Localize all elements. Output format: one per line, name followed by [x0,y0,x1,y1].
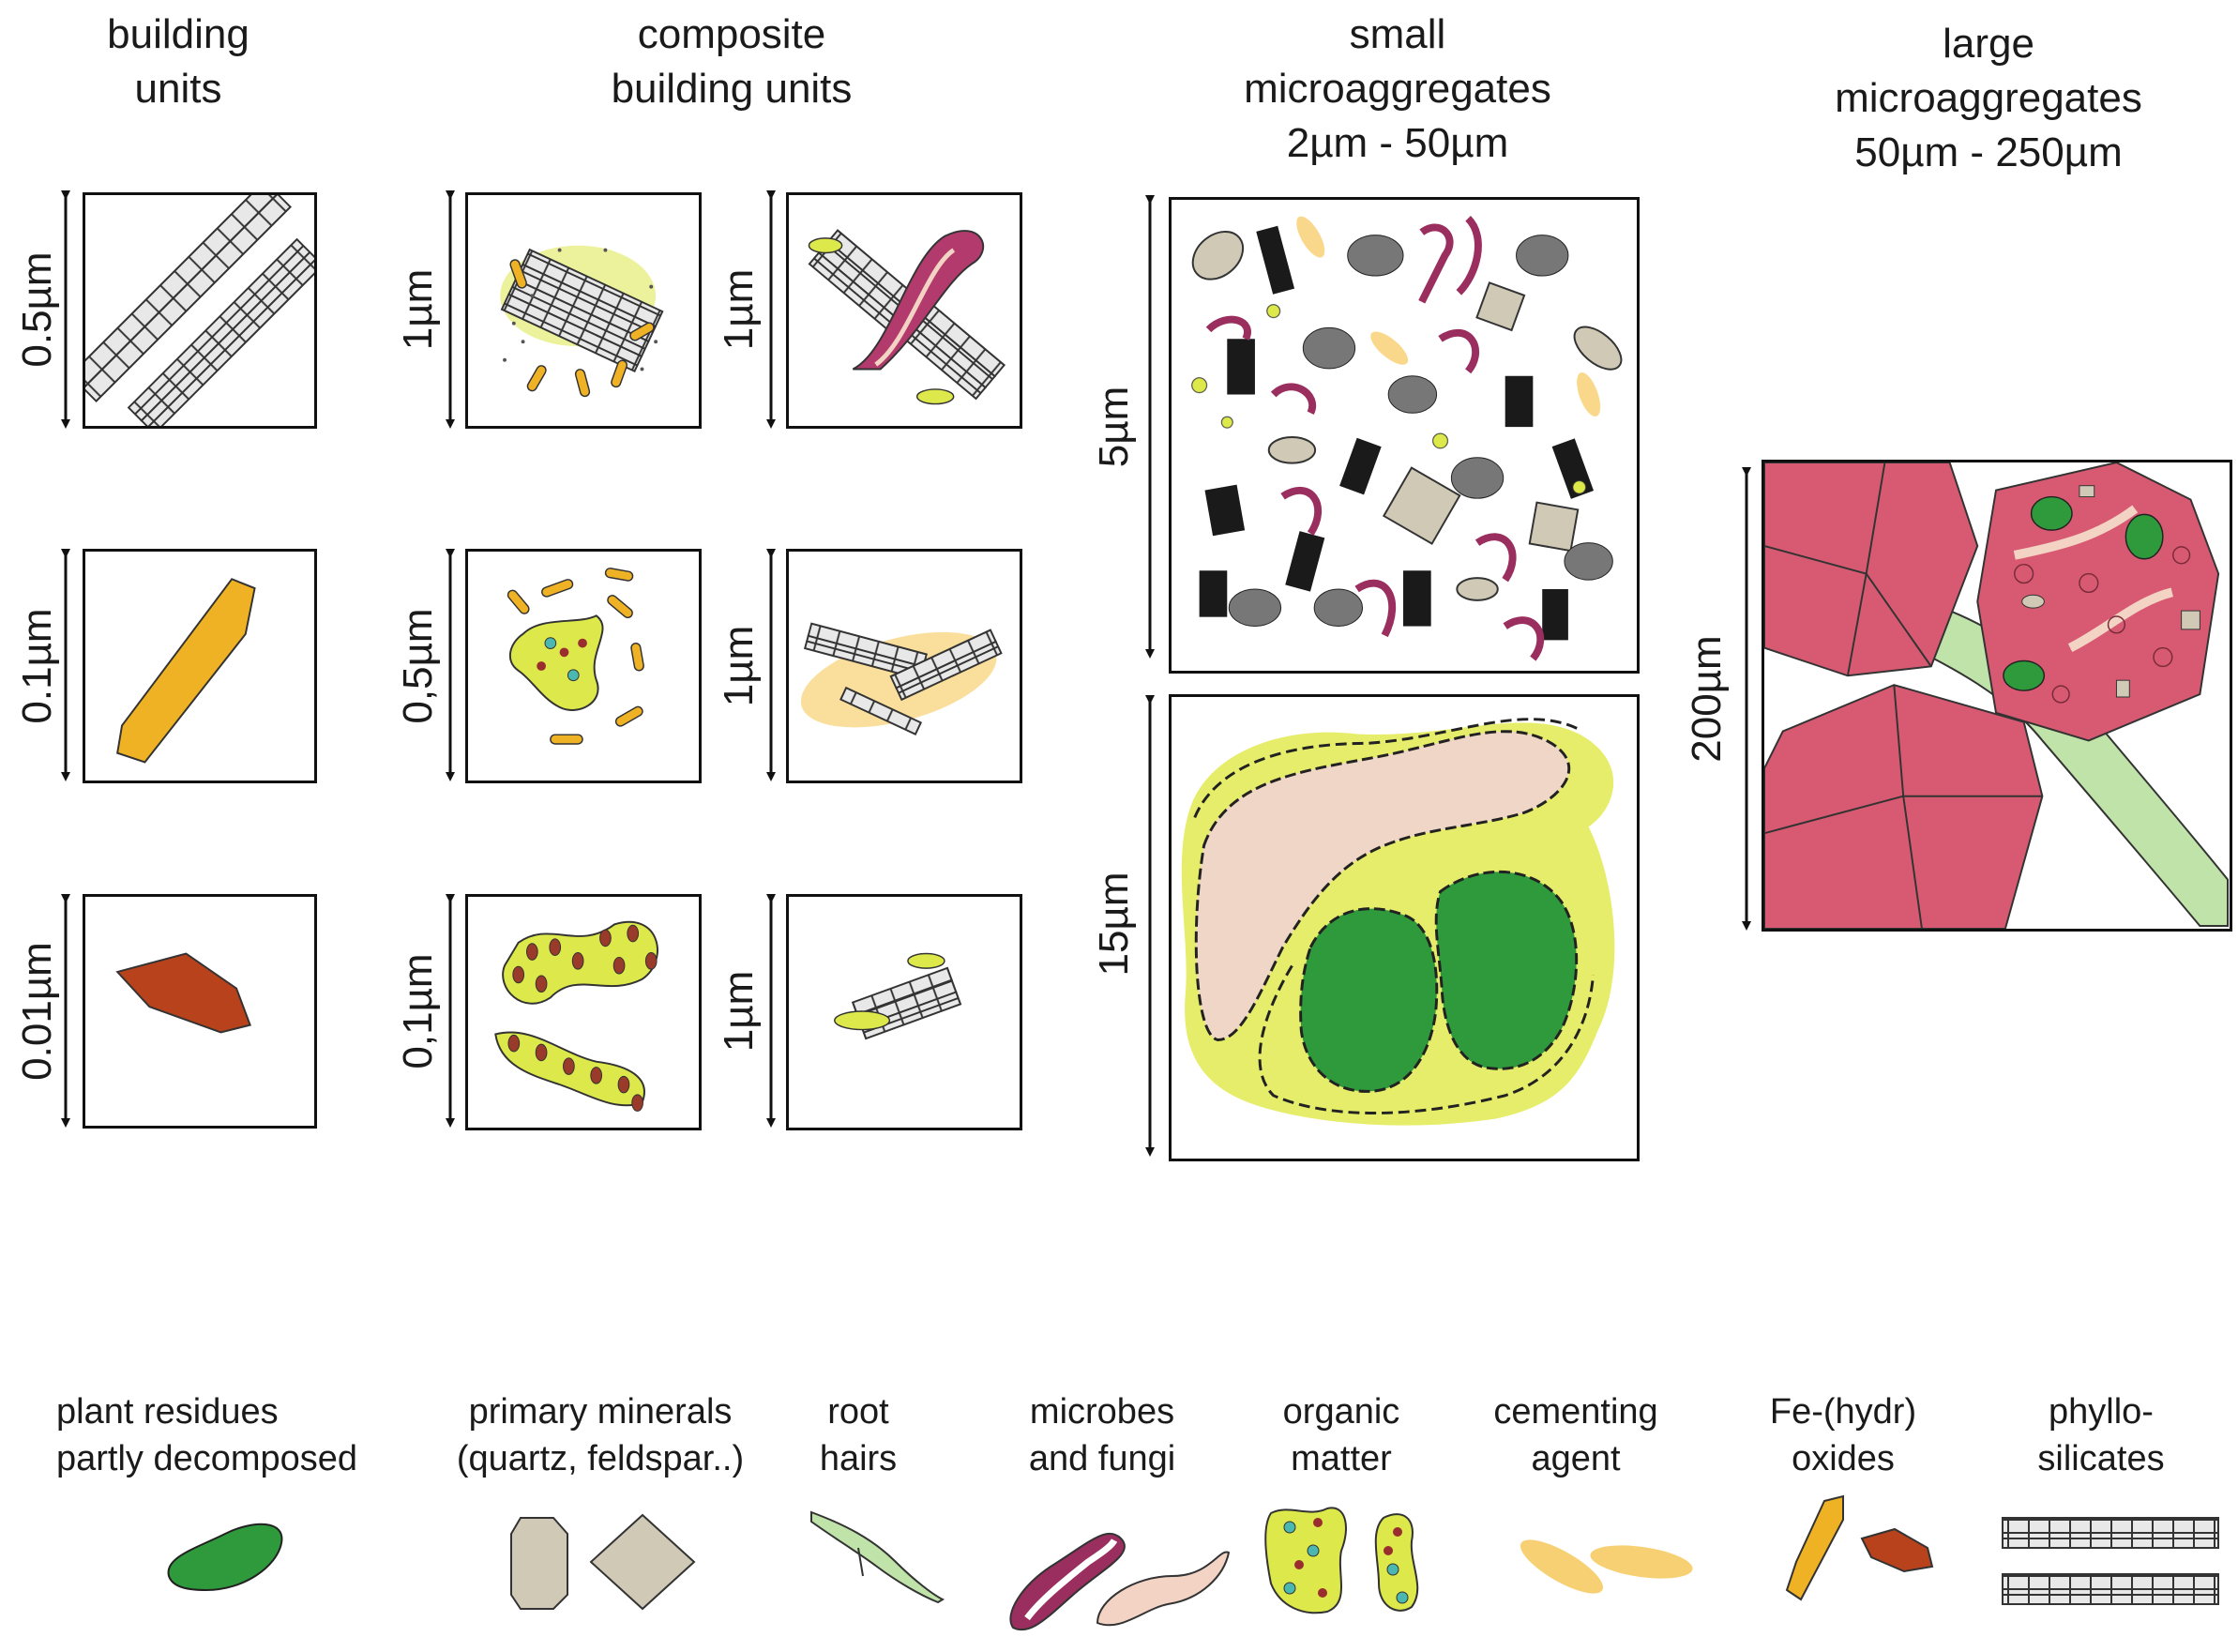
dim-cbu-b-row1 [762,188,780,432]
dim-bu-row2 [56,546,75,784]
bu-box-goethite [83,549,317,783]
legend-label-cementing-agent: cementing agent [1493,1392,1658,1478]
dim-label-bu-row1: 0.5µm [14,251,60,368]
small-microaggregate-dense-icon [1191,216,1623,661]
dim-label-cbu-a-row1: 1µm [395,268,441,351]
cbu-box-b1 [786,192,1022,429]
dim-small-top [1141,192,1159,661]
dim-cbu-b-row3 [762,891,780,1130]
composite-organic-hematite-icon [494,921,658,1112]
dim-label-cbu-b-row1: 1µm [716,268,762,351]
dim-bu-row3 [56,891,75,1130]
composite-sheets-organic-icon [500,245,664,398]
large-microaggregate-icon [1764,462,2230,929]
phyllosilicate-icon [1998,1510,2223,1614]
composite-microbe-sheets-icon [808,229,1006,405]
header-large-microaggregates: large microaggregates 50µm - 250µm [1835,21,2142,175]
dim-label-cbu-b-row3: 1µm [716,970,762,1053]
plant-residue-icon [159,1510,291,1595]
dim-cbu-a-row1 [441,188,460,432]
legend-label-primary-minerals: primary minerals (quartz, feldspar..) [456,1392,745,1478]
small-micro-box-bottom [1169,694,1640,1161]
legend-label-plant-residues: plant residues partly decomposed [56,1392,358,1478]
legend-label-microbes: microbes and fungi [1028,1392,1176,1478]
large-micro-box [1762,460,2232,932]
header-building-units: building units [107,11,250,112]
microbe-icon [994,1510,1231,1632]
legend-label-root-hairs: root hairs [819,1392,898,1478]
legend-label-fe-oxides: Fe-(hydr) oxides [1769,1392,1917,1478]
fe-oxide-hematite-icon [115,952,251,1034]
dim-label-bu-row3: 0.01µm [14,942,60,1081]
composite-cementing-sheets-icon [800,622,1003,735]
fe-oxide-goethite-icon [116,578,256,764]
small-micro-box-top [1169,197,1640,674]
fe-oxide-icon [1782,1492,1942,1604]
cbu-box-b2 [786,549,1022,783]
primary-mineral-icon [507,1510,703,1614]
dim-large [1737,464,1756,933]
dim-cbu-a-row3 [441,891,460,1130]
dim-label-cbu-a-row2: 0,5µm [395,608,441,724]
organic-matter-icon [1262,1499,1440,1621]
bu-box-phyllosilicate [83,192,317,429]
legend-label-organic-matter: organic matter [1282,1392,1400,1478]
dim-bu-row1 [56,188,75,432]
bu-box-hematite [83,894,317,1129]
legend-label-phyllosilicates: phyllo- silicates [2037,1392,2165,1478]
dim-small-bottom [1141,692,1159,1159]
dim-label-cbu-b-row2: 1µm [716,625,762,707]
root-hair-icon [807,1501,947,1604]
cbu-box-a3 [465,894,702,1130]
header-composite-building-units: composite building units [611,11,853,112]
header-small-microaggregates: small microaggregates 2µm - 50µm [1244,11,1551,166]
dim-cbu-b-row2 [762,546,780,784]
cbu-box-b3 [786,894,1022,1130]
dim-label-cbu-a-row3: 0,1µm [395,953,441,1069]
phyllosilicate-sheets-icon [85,195,314,426]
dim-cbu-a-row2 [441,546,460,784]
cbu-box-a1 [465,192,702,429]
dim-label-large: 200µm [1684,635,1730,763]
composite-organic-goethite-icon [507,568,644,745]
composite-small-sheets-icon [834,952,962,1040]
dim-label-bu-row2: 0.1µm [14,608,60,724]
dim-label-small-top: 5µm [1091,386,1137,468]
small-microaggregate-fungal-icon [1181,718,1615,1126]
dim-label-small-bottom: 15µm [1091,871,1137,977]
cbu-box-a2 [465,549,702,783]
cementing-agent-icon [1510,1520,1698,1614]
